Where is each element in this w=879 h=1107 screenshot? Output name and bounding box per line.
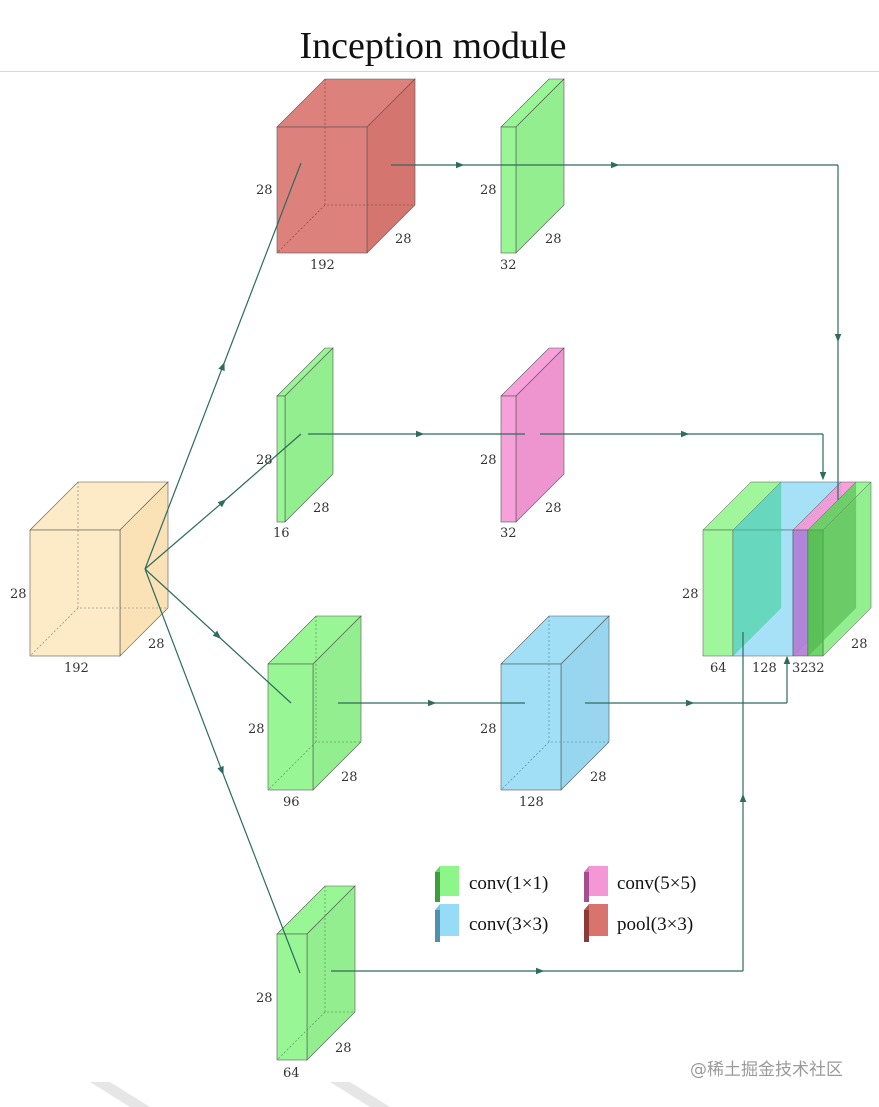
arrow-input-to-reduce5: [144, 499, 227, 570]
legend: conv(1×1) conv(5×5) conv(3×3): [435, 866, 696, 942]
reduce5-depth-label: 28: [313, 501, 330, 516]
legend-conv3x3-label: conv(3×3): [469, 914, 548, 935]
conv5x5-swatch-icon: [584, 866, 608, 902]
reduce3-height-label: 28: [248, 722, 265, 737]
conv1-height-label: 28: [256, 991, 273, 1006]
pool-height-label: 28: [256, 183, 273, 198]
connections: [144, 161, 842, 975]
legend-item-conv5x5: conv(5×5): [584, 866, 696, 902]
conv5-block: [500, 347, 565, 523]
legend-item-conv1x1: conv(1×1): [435, 866, 548, 902]
watermark-stripes: [90, 1082, 390, 1107]
conv3-height-label: 28: [480, 722, 497, 737]
output-c4-label: 32: [808, 661, 825, 676]
legend-item-pool3x3: pool(3×3): [584, 904, 693, 942]
poolconv-channels-label: 32: [500, 258, 517, 273]
reduce3-channels-label: 96: [283, 795, 300, 810]
conv1-depth-label: 28: [335, 1041, 352, 1056]
input-height-label: 28: [10, 587, 27, 602]
output-height-label: 28: [682, 587, 699, 602]
reduce3-depth-label: 28: [341, 770, 358, 785]
conv3-channels-label: 128: [519, 795, 544, 810]
poolconv-depth-label: 28: [545, 232, 562, 247]
conv5-channels-label: 32: [500, 526, 517, 541]
conv1-channels-label: 64: [283, 1066, 300, 1081]
output-c1-label: 64: [710, 661, 727, 676]
conv5-height-label: 28: [480, 453, 497, 468]
legend-conv5x5-label: conv(5×5): [617, 873, 696, 894]
legend-conv1x1-label: conv(1×1): [469, 873, 548, 894]
input-block: [29, 481, 169, 657]
output-c2-label: 128: [752, 661, 777, 676]
arrow-input-to-conv1: [144, 568, 224, 775]
title-divider: [0, 71, 879, 72]
output-c3-label: 32: [792, 661, 809, 676]
pool3x3-swatch-icon: [584, 904, 608, 942]
watermark-text: @稀土掘金技术社区: [690, 1060, 843, 1080]
input-channels-label: 192: [64, 661, 89, 676]
reduce5-height-label: 28: [256, 453, 273, 468]
edge-input-to-conv1: [221, 770, 301, 974]
conv1-block: [276, 885, 356, 1061]
conv5-depth-label: 28: [545, 501, 562, 516]
edge-input-to-reduce3: [217, 635, 292, 704]
pool-channels-label: 192: [310, 258, 335, 273]
pool-depth-label: 28: [395, 232, 412, 247]
arrow-input-to-reduce3: [144, 568, 222, 639]
edge-input-to-pool: [222, 162, 302, 367]
output-depth-label: 28: [851, 637, 868, 652]
arrow-input-to-pool: [144, 362, 225, 570]
conv1x1-swatch-icon: [435, 866, 459, 902]
edge-input-to-reduce5: [222, 433, 302, 503]
conv3-depth-label: 28: [590, 770, 607, 785]
legend-pool3x3-label: pool(3×3): [617, 914, 693, 935]
dimension-labels: 28 28 192 28 28 192 28 28 32 28 28 16 28…: [10, 183, 868, 1081]
output-stack: [702, 481, 872, 657]
legend-item-conv3x3: conv(3×3): [435, 904, 548, 942]
pool-conv-block: [500, 78, 565, 254]
reduce3-block: [267, 615, 362, 791]
reduce5-block: [276, 347, 334, 523]
reduce5-channels-label: 16: [273, 526, 290, 541]
input-depth-label: 28: [148, 637, 165, 652]
output-slice-pool: [807, 481, 872, 657]
diagram-title: Inception module: [299, 25, 567, 67]
conv3x3-swatch-icon: [435, 904, 459, 942]
pool-block: [276, 78, 416, 254]
poolconv-height-label: 28: [480, 183, 497, 198]
